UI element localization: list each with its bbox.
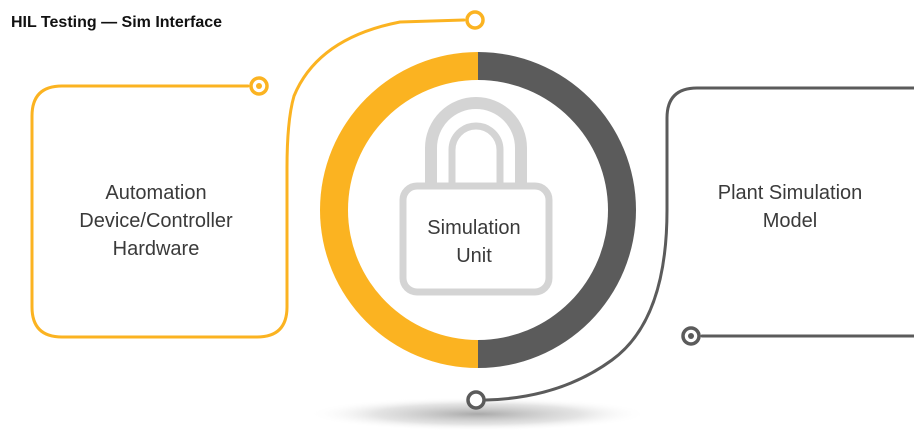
controller-label: Automation Device/Controller Hardware bbox=[38, 179, 274, 263]
simulation-unit-label: Simulation Unit bbox=[399, 214, 549, 270]
controller-label-line1: Automation bbox=[105, 182, 207, 204]
controller-box bbox=[30, 18, 466, 339]
connector-dot-bottom bbox=[466, 390, 486, 410]
ring-shadow bbox=[308, 397, 648, 431]
page-title: HIL Testing — Sim Interface bbox=[11, 14, 223, 31]
plant-label: Plant Simulation Model bbox=[672, 179, 908, 235]
controller-label-line3: Hardware bbox=[112, 238, 200, 260]
simulation-unit-line1: Simulation bbox=[427, 217, 521, 239]
connector-dot-top bbox=[465, 10, 485, 30]
lock-icon bbox=[399, 97, 553, 296]
connector-dot-left-inner bbox=[256, 83, 262, 89]
plant-label-line2: Model bbox=[762, 210, 818, 232]
simulation-unit-line2: Unit bbox=[456, 245, 492, 267]
connector-dot-right-inner bbox=[688, 333, 694, 339]
plant-box bbox=[484, 86, 914, 402]
controller-label-line2: Device/Controller bbox=[79, 210, 233, 232]
plant-label-line1: Plant Simulation bbox=[717, 182, 863, 204]
